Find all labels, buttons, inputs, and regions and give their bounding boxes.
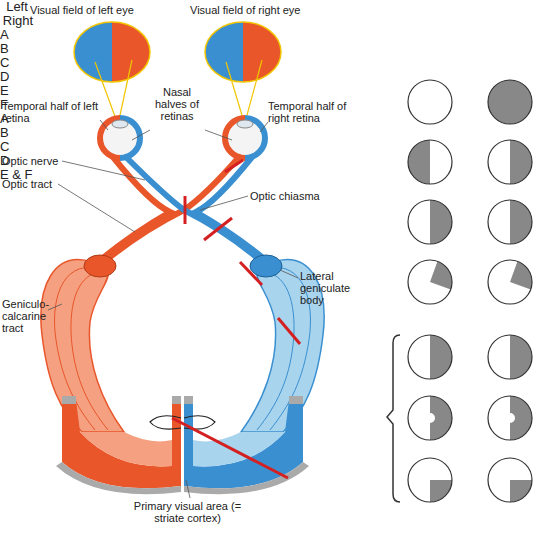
- part-name: Nasal halves of retinas: [146, 86, 208, 122]
- field-circles: [408, 80, 532, 502]
- left-eye: [100, 118, 140, 158]
- lesion-line: [225, 160, 243, 172]
- lesion-line: [184, 196, 187, 224]
- bracket: [387, 335, 400, 502]
- part-name: Geniculo-calcarine tract: [2, 298, 64, 334]
- column-header: Left: [0, 0, 34, 14]
- part-name: Lateral geniculate body: [300, 270, 375, 306]
- visual-field-left: [74, 22, 150, 82]
- cortex-rim: [56, 396, 309, 494]
- lesion-line: [204, 218, 232, 240]
- visual-field-right: [205, 22, 281, 82]
- field-title: Visual field of right eye: [190, 4, 350, 16]
- field-half: [243, 22, 281, 82]
- part-name: Temporal half of left retina: [2, 100, 102, 124]
- row-letter: B: [0, 126, 14, 140]
- part-name: Temporal half of right retina: [268, 100, 368, 124]
- lesion-line: [278, 318, 300, 344]
- lens: [237, 120, 253, 128]
- field-title: Visual field of left eye: [30, 4, 180, 16]
- cortex-inner: [80, 432, 172, 466]
- field-half: [112, 22, 150, 82]
- lens: [112, 120, 128, 128]
- right-eye: [225, 118, 265, 158]
- column-header: Right: [0, 14, 36, 28]
- radiation-fibres: [55, 267, 311, 430]
- lesion-letter: E: [0, 84, 14, 98]
- field-outline: [74, 22, 150, 82]
- lesion-letter: B: [0, 42, 14, 56]
- field-defects: [408, 80, 532, 502]
- lesion-letter: A: [0, 28, 14, 42]
- lateral-geniculate-left: [84, 255, 116, 277]
- optic-radiation-left: [41, 260, 124, 432]
- part-name: Optic tract: [2, 178, 82, 190]
- lesion-letter: D: [0, 70, 14, 84]
- lesion-marks: [172, 160, 300, 478]
- part-name: Primary visual area (= striate cortex): [125, 500, 250, 524]
- lesion-line: [172, 418, 288, 478]
- field-outline: [205, 22, 281, 82]
- optic-fibres: [98, 157, 268, 262]
- part-name: Optic nerve: [2, 155, 82, 167]
- leader-lines: [48, 120, 298, 498]
- part-name: Optic chiasma: [250, 190, 340, 202]
- lesion-line: [240, 262, 262, 285]
- field-half: [205, 22, 243, 82]
- row-letter: C: [0, 140, 14, 154]
- eyeball: [100, 118, 140, 158]
- field-half: [74, 22, 112, 82]
- lesion-letter: C: [0, 56, 14, 70]
- lateral-geniculate-right: [250, 255, 282, 277]
- eyeball: [225, 118, 265, 158]
